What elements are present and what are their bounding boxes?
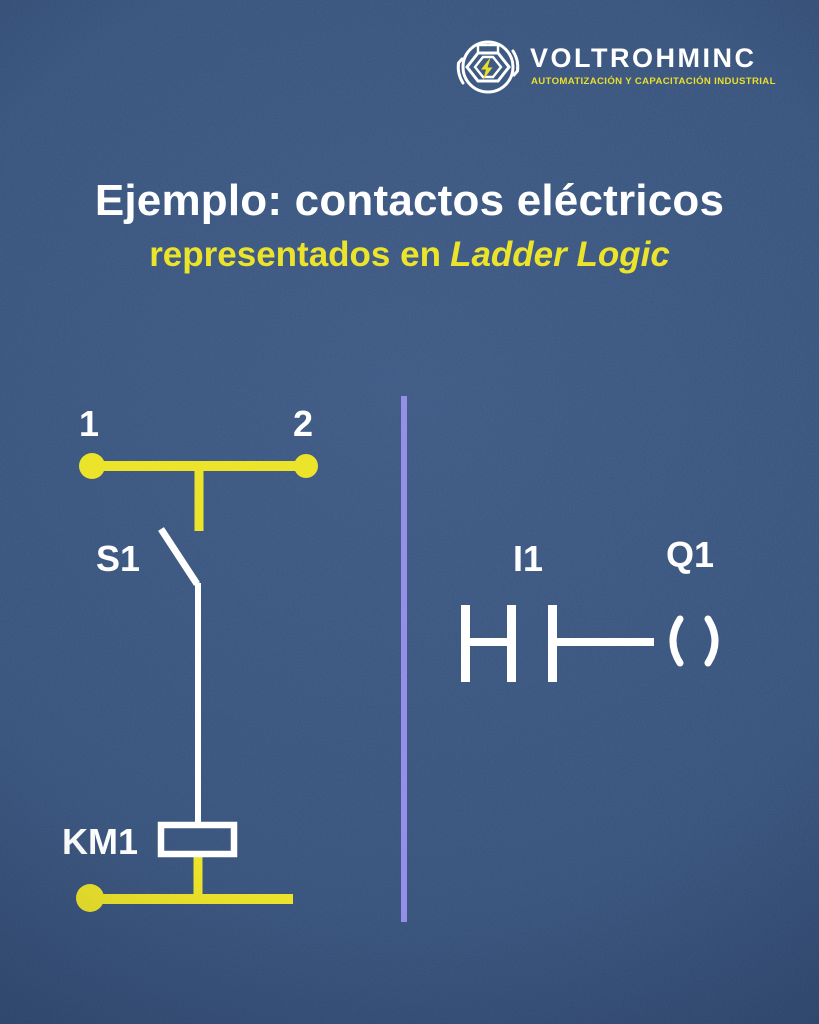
terminal-1-dot (79, 453, 105, 479)
lightning-bolt-icon (481, 58, 493, 80)
terminal-2-dot (294, 454, 318, 478)
bottom-terminal-dot (76, 884, 104, 912)
terminal-2-label: 2 (293, 403, 314, 444)
brand-name: VOLTROHMINC (530, 43, 757, 73)
switch-blade-line (158, 527, 200, 586)
switch-label: S1 (96, 538, 141, 579)
contact-bar-right (548, 605, 557, 682)
output-coil-parenthesis-left (669, 615, 684, 667)
coil-box (157, 821, 238, 858)
voltrohminc-logo-icon (456, 40, 520, 94)
contact-to-coil-wire (557, 638, 654, 646)
title-block: Ejemplo: contactos eléctricos representa… (0, 176, 819, 275)
output-coil-parenthesis-right (704, 615, 719, 667)
terminal-1-label: 1 (79, 403, 100, 444)
output-coil-label: Q1 (666, 534, 715, 575)
divider-line (401, 396, 407, 922)
contact-left-lead-wire (470, 638, 508, 646)
contact-bar-left (507, 605, 516, 682)
contact-label: I1 (513, 538, 544, 579)
subtitle-prefix: representados en (149, 235, 441, 274)
page-title: Ejemplo: contactos eléctricos (94, 176, 725, 225)
contact-left-rail-bar (461, 605, 470, 682)
brand-tagline: AUTOMATIZACIÓN Y CAPACITACIÓN INDUSTRIAL (531, 76, 776, 87)
subtitle-italic: Ladder Logic (450, 235, 670, 274)
logo: VOLTROHMINC AUTOMATIZACIÓN Y CAPACITACIÓ… (450, 30, 775, 110)
coil-label: KM1 (62, 821, 139, 862)
